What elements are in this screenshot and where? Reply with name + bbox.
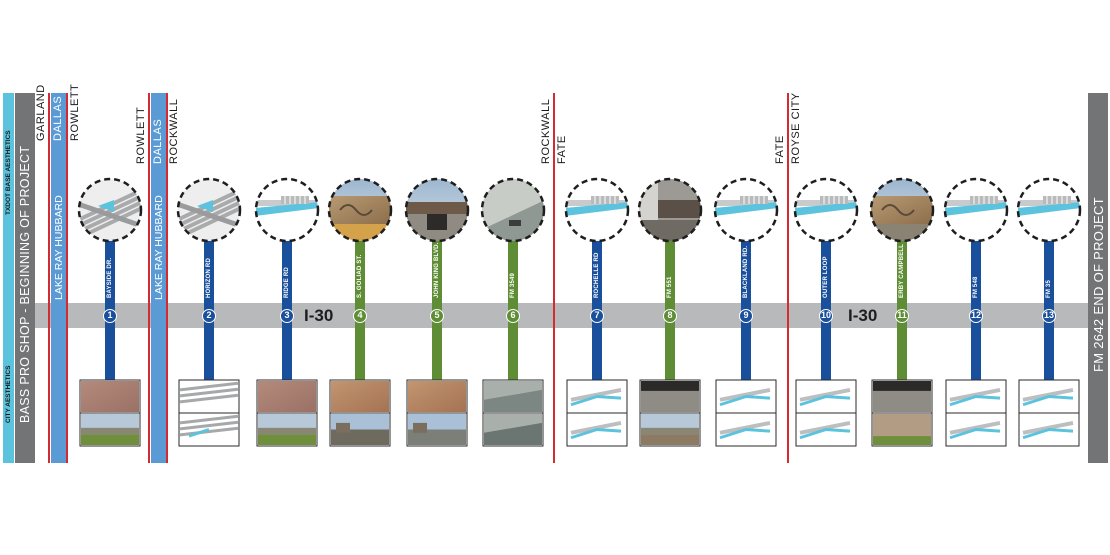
- station-street-label: FM 35: [1046, 279, 1052, 298]
- city-name: FATE: [774, 135, 786, 164]
- city-name: ROYSE CITY: [790, 92, 802, 164]
- station-photo-pair: [945, 379, 1007, 447]
- city-name: ROCKWALL: [540, 98, 552, 164]
- station-7: [564, 177, 630, 447]
- lake-label-1: LAKE RAY HUBBARD: [53, 195, 65, 300]
- station-illustration: [77, 177, 143, 243]
- station-illustration: [404, 177, 470, 243]
- station-number-badge: 13: [1042, 309, 1056, 323]
- station-street-label: OUTER LOOP: [823, 256, 829, 298]
- highway-band: [35, 303, 1088, 328]
- station-illustration: [480, 177, 546, 243]
- station-number-badge: 5: [430, 309, 444, 323]
- station-illustration: [176, 177, 242, 243]
- station-street-label: S. GOLIAD ST.: [357, 254, 363, 298]
- station-11: [869, 177, 935, 447]
- station-number-badge: 7: [590, 309, 604, 323]
- lake-label-2: LAKE RAY HUBBARD: [153, 195, 165, 300]
- station-illustration: [943, 177, 1009, 243]
- station-street-label: HORIZON RD: [206, 258, 212, 298]
- station-3: [254, 177, 320, 447]
- station-number-badge: 11: [895, 309, 909, 323]
- station-street-label: BAYSIDE DR.: [107, 257, 113, 298]
- station-number-badge: 6: [506, 309, 520, 323]
- city-aesthetics-bar: [3, 93, 14, 463]
- station-photo-pair: [795, 379, 857, 447]
- station-photo-pair: [482, 379, 544, 447]
- station-street-label: FM 551: [667, 276, 673, 298]
- station-photo-pair: [256, 379, 318, 447]
- highway-label: I-30: [848, 306, 878, 325]
- station-number-badge: 12: [969, 309, 983, 323]
- city-name: ROWLETT: [69, 83, 81, 141]
- city-name: ROCKWALL: [168, 98, 180, 164]
- station-street-label: BLACKLAND RD.: [743, 245, 749, 298]
- station-illustration: [327, 177, 393, 243]
- station-12: [943, 177, 1009, 447]
- station-illustration: [1016, 177, 1082, 243]
- lake-band-2: [151, 93, 166, 463]
- station-photo-pair: [79, 379, 141, 447]
- station-street-label: RIDGE RD: [284, 267, 290, 298]
- station-photo-pair: [871, 379, 933, 447]
- station-photo-pair: [178, 379, 240, 447]
- station-illustration: [713, 177, 779, 243]
- highway-label: I-30: [304, 306, 334, 325]
- station-illustration: [869, 177, 935, 243]
- city-name: DALLAS: [152, 118, 164, 164]
- station-photo-pair: [1018, 379, 1080, 447]
- station-number-badge: 10: [819, 309, 833, 323]
- station-street-label: FM 3549: [510, 272, 516, 298]
- station-number-badge: 2: [202, 309, 216, 323]
- station-street-label: FM 548: [973, 276, 979, 298]
- city-name: GARLAND: [35, 84, 47, 141]
- station-number-badge: 9: [739, 309, 753, 323]
- lake-band-1: [51, 93, 66, 463]
- end-title-bar: [1088, 93, 1108, 463]
- station-photo-pair: [715, 379, 777, 447]
- station-6: [480, 177, 546, 447]
- station-street-label: ROCHELLE RD: [594, 252, 600, 298]
- station-illustration: [637, 177, 703, 243]
- city-name: ROWLETT: [135, 106, 147, 164]
- start-title-bar: [15, 93, 35, 463]
- station-number-badge: 3: [280, 309, 294, 323]
- station-number-badge: 4: [353, 309, 367, 323]
- station-photo-pair: [639, 379, 701, 447]
- station-street-label: JOHN KING BLVD.: [434, 242, 440, 298]
- station-number-badge: 8: [663, 309, 677, 323]
- station-illustration: [564, 177, 630, 243]
- station-illustration: [254, 177, 320, 243]
- city-name: FATE: [556, 135, 568, 164]
- station-13: [1016, 177, 1082, 447]
- txdot-aesthetics-label: TXDOT BASE AESTHETICS: [5, 130, 12, 215]
- city-name: DALLAS: [52, 95, 64, 141]
- end-title: FM 2642 END OF PROJECT: [1091, 197, 1106, 372]
- station-photo-pair: [329, 379, 391, 447]
- station-photo-pair: [566, 379, 628, 447]
- city-aesthetics-label: CITY AESTHETICS: [5, 365, 12, 423]
- station-illustration: [793, 177, 859, 243]
- start-title: BASS PRO SHOP - BEGINNING OF PROJECT: [18, 145, 32, 423]
- station-number-badge: 1: [103, 309, 117, 323]
- station-photo-pair: [406, 379, 468, 447]
- station-street-label: ERBY CAMPBELL: [899, 243, 905, 298]
